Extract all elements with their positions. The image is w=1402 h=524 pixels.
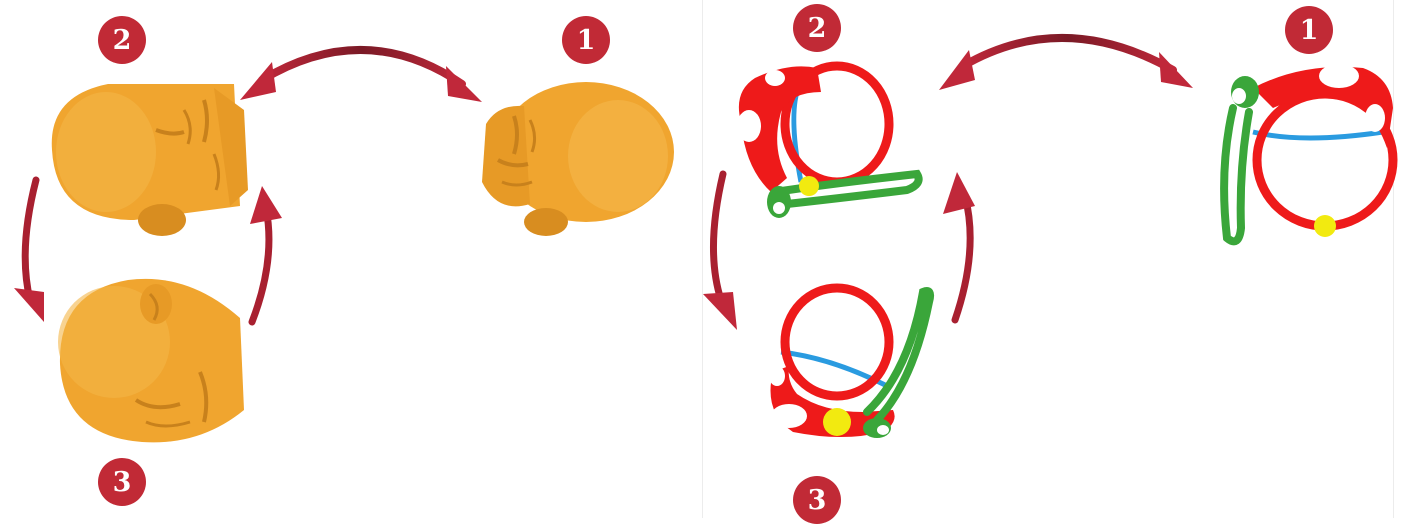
loop-model-3 — [753, 282, 949, 446]
head-pose-1 — [468, 64, 676, 244]
head-pose-2 — [44, 70, 258, 242]
arrow-2-3-curve — [713, 174, 723, 300]
arrow-head-to-3 — [14, 288, 44, 322]
arrow-2-1-curve — [963, 38, 1173, 70]
arrow-head-to-2 — [939, 50, 975, 90]
arrow-3-2-curve — [955, 196, 970, 320]
arrow-2-1-curve — [262, 50, 462, 84]
right-panel-loops: 1 2 3 — [702, 0, 1394, 518]
arrow-head-to-1 — [1159, 52, 1193, 88]
loop-model-1 — [1213, 48, 1399, 258]
loop-model-2 — [731, 52, 927, 224]
left-panel-heads: 1 2 3 — [0, 0, 700, 518]
arrow-head-to-3 — [703, 292, 737, 330]
arrow-2-3-curve — [25, 180, 36, 300]
head-pose-3 — [50, 272, 250, 450]
